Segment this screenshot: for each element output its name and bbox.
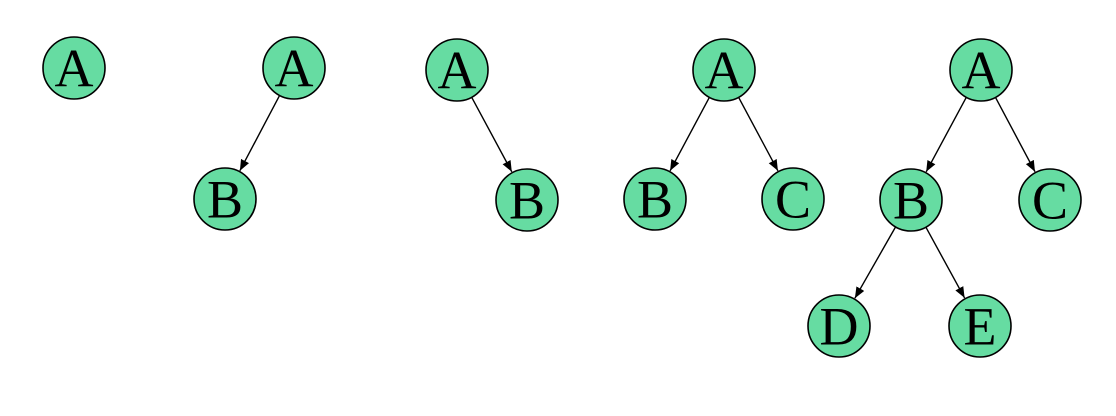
tree-5-node-label-D: D: [820, 296, 859, 356]
tree-3-node-label-B: B: [509, 170, 545, 230]
edge-A-to-C: [994, 97, 1036, 173]
tree-5-node-D: [807, 294, 871, 358]
edge-B-to-D: [854, 226, 897, 299]
tree-4-node-C: [761, 167, 825, 231]
tree-5-node-label-E: E: [964, 296, 997, 356]
tree-2: AB: [193, 36, 326, 231]
tree-2-node-B: [193, 167, 257, 231]
tree-1: A: [42, 36, 106, 100]
tree-4-node-label-C: C: [775, 169, 811, 229]
tree-1-node-A: [42, 36, 106, 100]
tree-2-node-label-B: B: [207, 169, 243, 229]
tree-5-node-C: [1018, 168, 1082, 232]
edge-A-to-B: [925, 96, 967, 173]
tree-4-node-A: [692, 38, 756, 102]
tree-5-node-B: [879, 168, 943, 232]
tree-5-node-label-B: B: [893, 170, 929, 230]
tree-5-node-label-A: A: [962, 40, 1001, 100]
edge-B-to-E: [925, 226, 966, 299]
tree-4-node-label-A: A: [705, 40, 744, 100]
tree-5: A B C D E: [807, 38, 1082, 358]
edge-A-to-B: [239, 95, 281, 172]
tree-5-node-E: [948, 294, 1012, 358]
tree-5-node-A: [949, 38, 1013, 102]
tree-4: A B C: [623, 38, 825, 231]
tree-4-node-B: [623, 167, 687, 231]
tree-3: AB: [425, 38, 559, 232]
edge-A-to-B: [471, 96, 513, 173]
tree-1-node-label-A: A: [55, 38, 94, 98]
edge-A-to-C: [737, 96, 779, 172]
tree-2-node-label-A: A: [275, 38, 314, 98]
tree-3-node-label-A: A: [438, 40, 477, 100]
edge-A-to-B: [669, 96, 711, 172]
tree-3-node-B: [495, 168, 559, 232]
tree-5-node-label-C: C: [1032, 170, 1068, 230]
tree-3-node-A: [425, 38, 489, 102]
tree-4-node-label-B: B: [637, 169, 673, 229]
tree-2-node-A: [262, 36, 326, 100]
